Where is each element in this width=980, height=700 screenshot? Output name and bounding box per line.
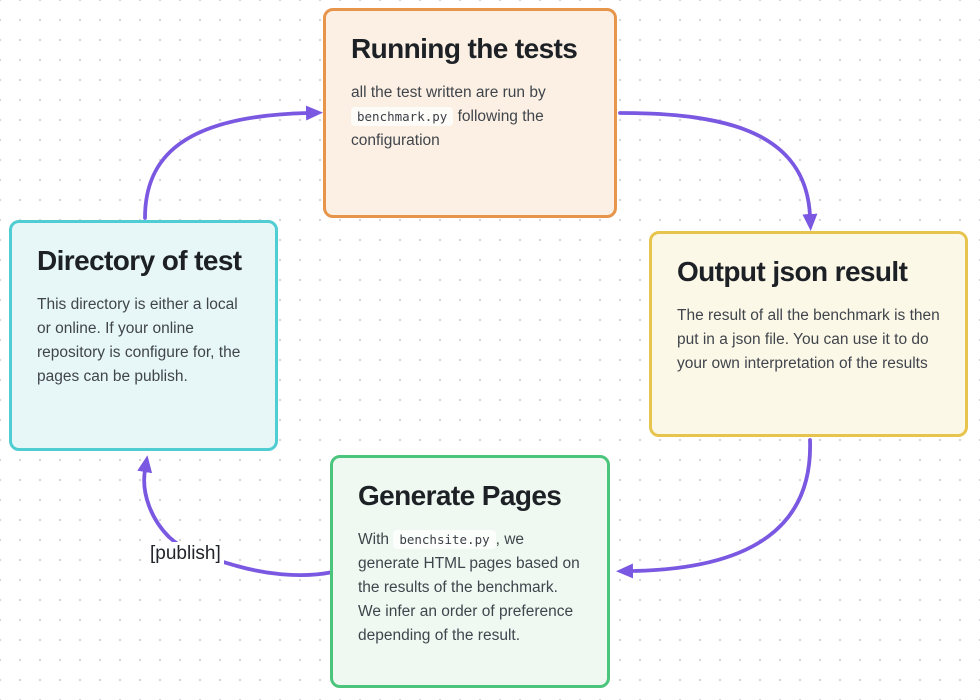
node-title: Directory of test xyxy=(37,245,242,276)
edge-output-to-generate[interactable] xyxy=(616,438,812,579)
body-text: following the configuration xyxy=(351,107,544,149)
node-generate-pages[interactable]: Generate Pages With benchsite.py, we gen… xyxy=(330,455,610,688)
code-chip-benchsite-py: benchsite.py xyxy=(393,529,496,549)
node-title: Running the tests xyxy=(351,33,578,64)
node-output-json-result[interactable]: Output json result The result of all the… xyxy=(649,231,968,437)
body-text: all the test written are run by xyxy=(351,83,546,101)
node-body: all the test written are run by benchmar… xyxy=(351,81,589,153)
body-text: With xyxy=(358,530,394,548)
node-title: Generate Pages xyxy=(358,480,562,511)
node-body: This directory is either a local or onli… xyxy=(37,295,241,385)
publish-edge-label[interactable]: [publish] xyxy=(147,542,224,566)
node-body: The result of all the benchmark is then … xyxy=(677,306,940,372)
node-title: Output json result xyxy=(677,256,908,287)
code-chip-benchmark-py: benchmark.py xyxy=(351,106,454,126)
node-directory-of-test[interactable]: Directory of test This directory is eith… xyxy=(9,220,278,451)
node-running-the-tests[interactable]: Running the tests all the test written a… xyxy=(323,8,617,218)
body-text: , we generate HTML pages based on the re… xyxy=(358,530,580,644)
edge-running-to-output[interactable] xyxy=(618,111,818,231)
edge-directory-to-running[interactable] xyxy=(143,105,323,220)
node-body: With benchsite.py, we generate HTML page… xyxy=(358,528,582,648)
